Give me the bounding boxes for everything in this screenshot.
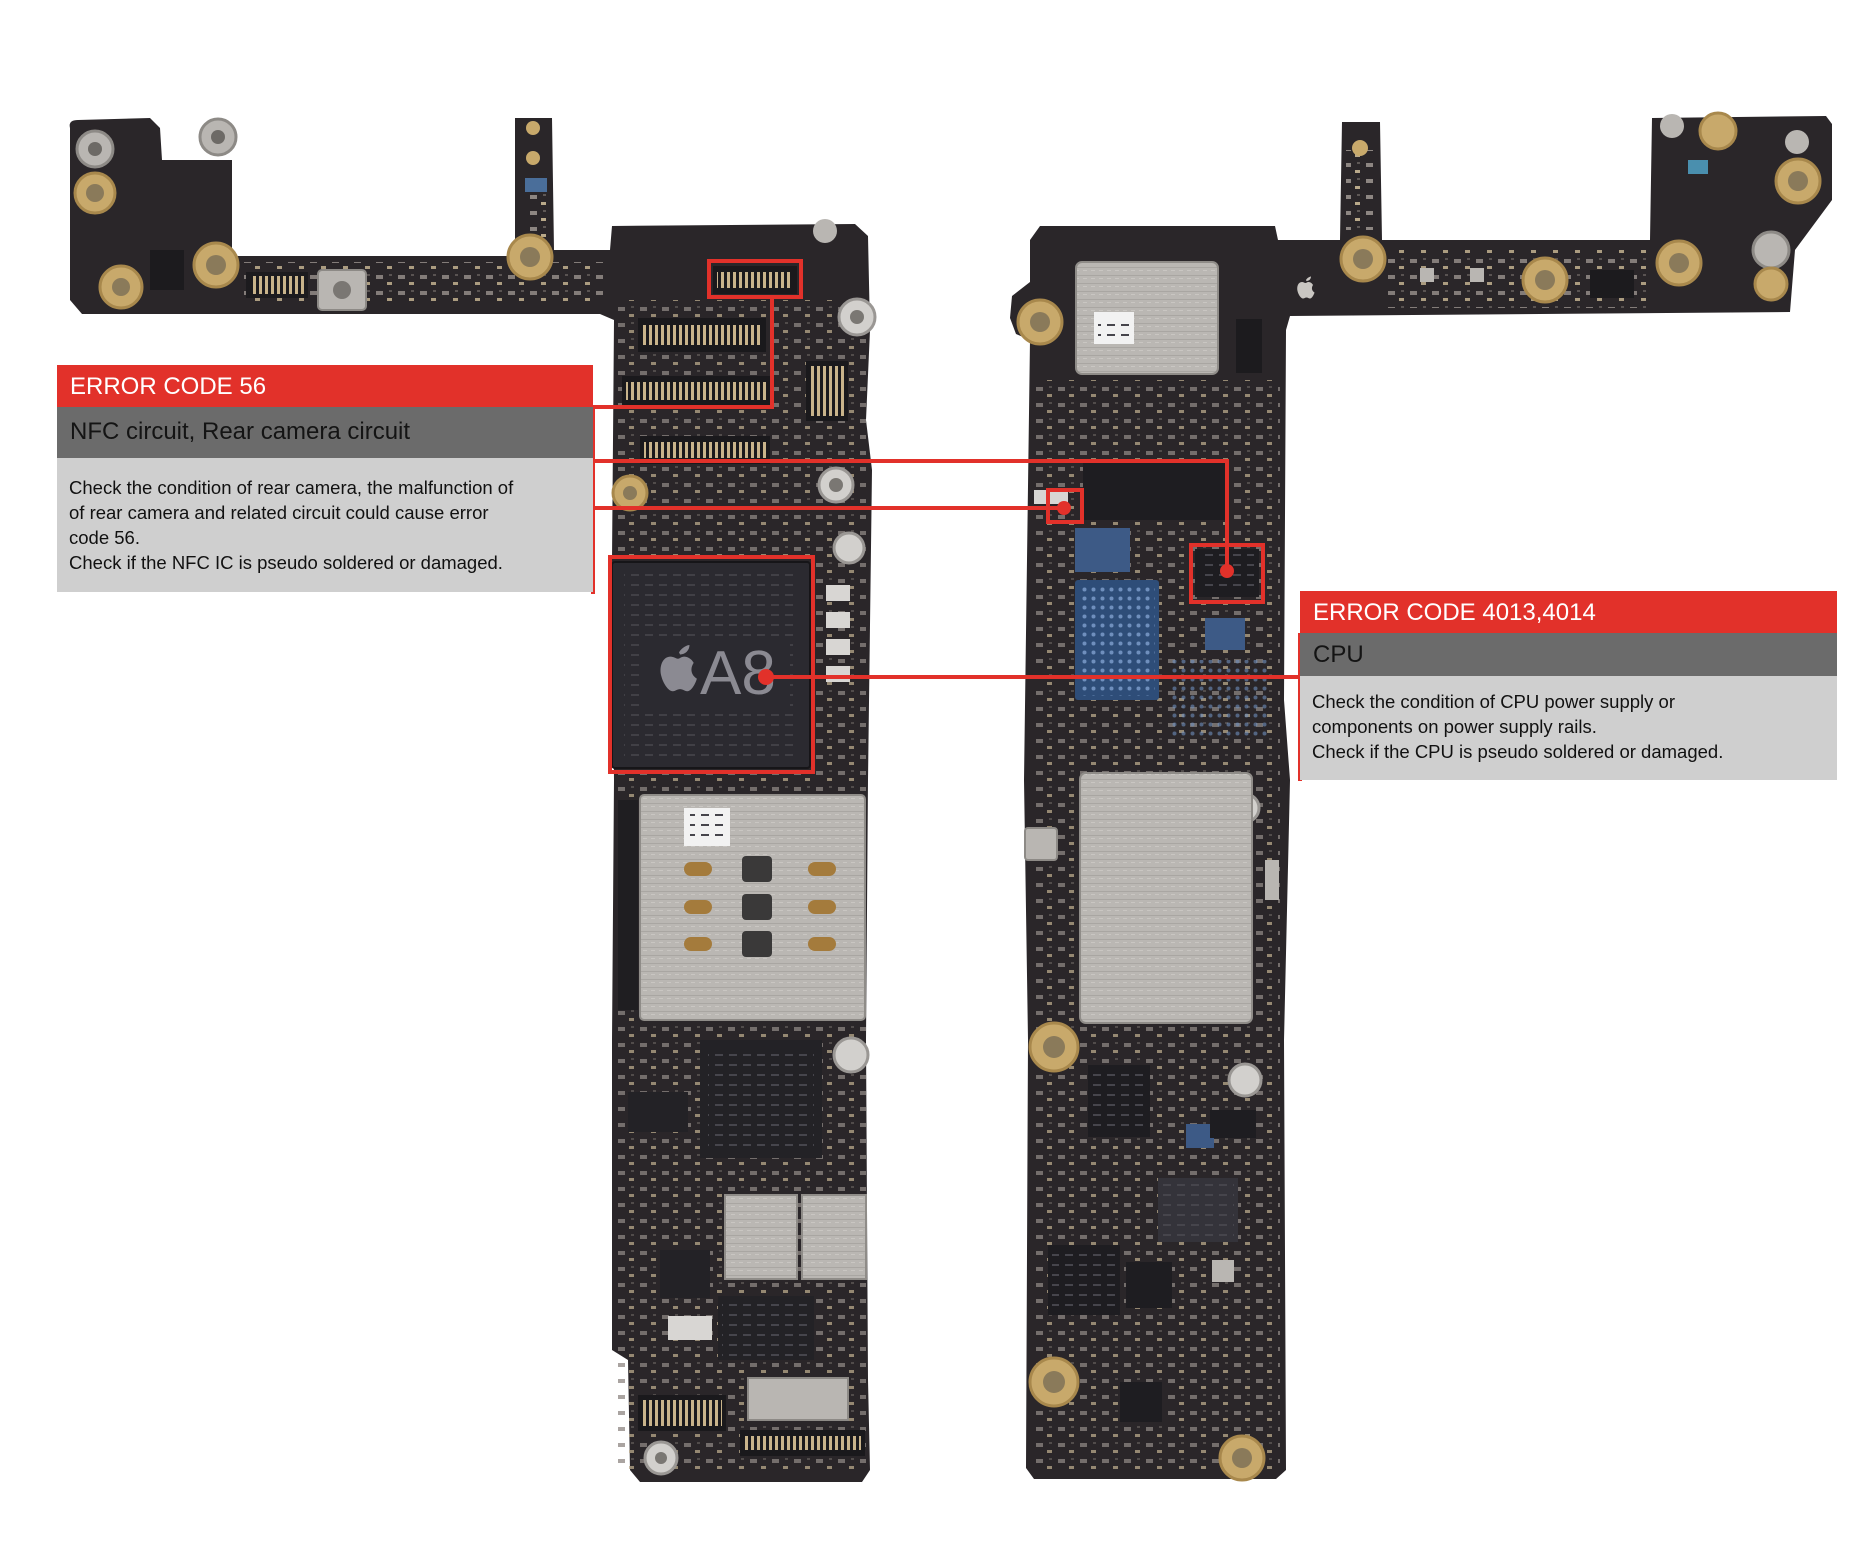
left-board: A8 [69, 117, 877, 1482]
camera-highlight-box [1046, 488, 1084, 524]
description-line: components on power supply rails. [1312, 716, 1597, 737]
a8-processor-chip: A8 [611, 561, 850, 769]
error-56-callout: ERROR CODE 56 NFC circuit, Rear camera c… [57, 365, 593, 592]
nfc-marker-dot [1220, 564, 1234, 578]
lower-left-components [628, 1040, 867, 1421]
description-line: code 56. [69, 527, 140, 548]
nfc-highlight-box [1189, 543, 1265, 604]
circuit-title: CPU [1300, 633, 1837, 676]
leader-line-connector [593, 297, 774, 409]
description-line: Check if the CPU is pseudo soldered or d… [1312, 741, 1724, 762]
board-apple-logo-icon [1297, 276, 1315, 299]
description-line: Check the condition of CPU power supply … [1312, 691, 1675, 712]
description-line: Check the condition of rear camera, the … [69, 477, 514, 498]
callout-description: Check the condition of CPU power supply … [1300, 676, 1837, 780]
lower-right-components [1048, 1065, 1256, 1422]
callout-markers [758, 501, 1234, 685]
description-line: Check if the NFC IC is pseudo soldered o… [69, 552, 503, 573]
right-screw-pads [1016, 111, 1822, 1482]
wifi-module-shield [1075, 261, 1262, 375]
screw-pads [73, 117, 877, 1476]
strip-components [1297, 160, 1708, 299]
callout-leader-lines [591, 259, 1302, 781]
camera-marker-dot [1057, 501, 1071, 515]
sim-tray-shield [618, 794, 866, 1021]
error-4013-4014-callout: ERROR CODE 4013,4014 CPU Check the condi… [1300, 591, 1837, 780]
connector-highlight-box [707, 259, 803, 299]
right-board [1010, 111, 1832, 1482]
cpu-marker-dot [758, 669, 774, 685]
description-line: of rear camera and related circuit could… [69, 502, 489, 523]
cpu-highlight-box [608, 555, 815, 774]
callout-description: Check the condition of rear camera, the … [57, 458, 593, 592]
apple-logo-icon [660, 645, 697, 692]
error-code-heading: ERROR CODE 56 [57, 365, 593, 407]
camera-bracket [150, 178, 547, 311]
nand-flash-shield [1024, 772, 1279, 1024]
circuit-title: NFC circuit, Rear camera circuit [57, 407, 593, 458]
error-code-heading: ERROR CODE 4013,4014 [1300, 591, 1837, 633]
leader-line-nfc [593, 459, 1229, 571]
